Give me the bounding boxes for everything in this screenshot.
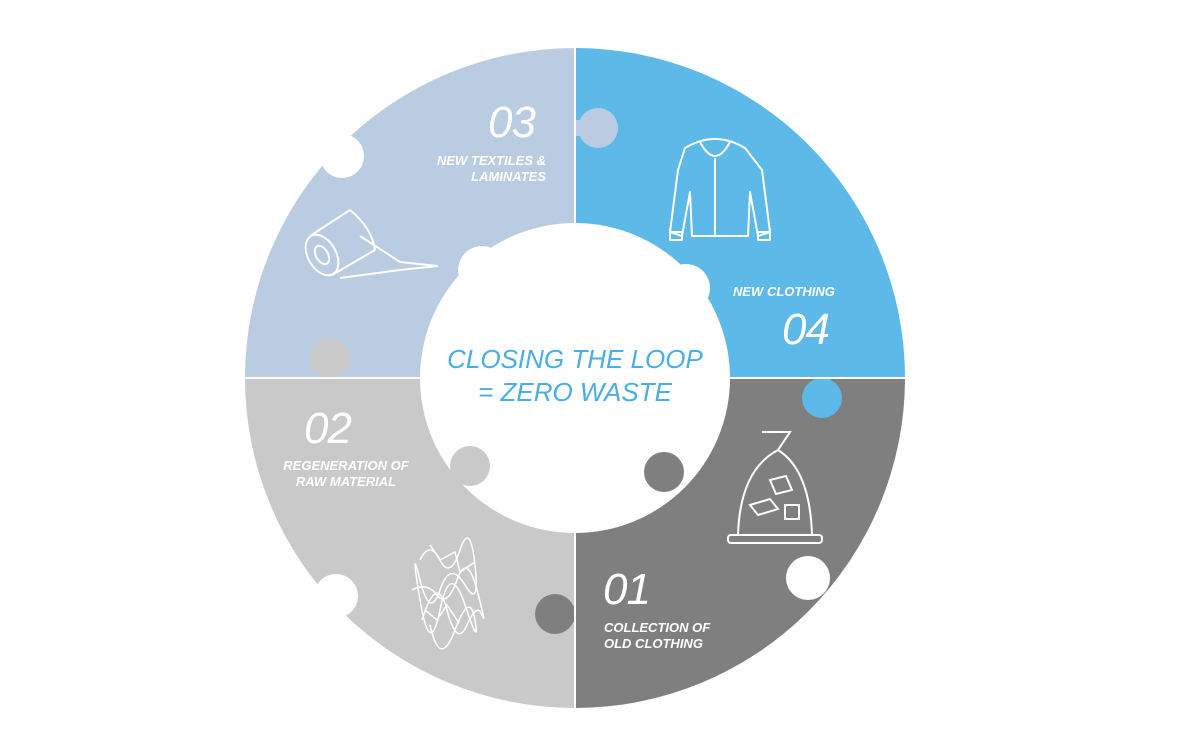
step-03-line2: LAMINATES bbox=[471, 169, 546, 185]
knob-01-inner bbox=[644, 452, 684, 492]
center-line2: = ZERO WASTE bbox=[478, 376, 672, 407]
center-circle bbox=[420, 223, 730, 533]
knob-02 bbox=[310, 338, 350, 378]
fabric-roll-icon bbox=[304, 209, 439, 279]
step-02-line2: RAW MATERIAL bbox=[295, 474, 397, 490]
notch bbox=[320, 134, 364, 178]
knob-02-neck bbox=[322, 366, 338, 379]
center-title: CLOSING THE LOOP= ZERO WASTE bbox=[420, 343, 730, 408]
step-02-number: 02 bbox=[304, 404, 352, 453]
center-knob bbox=[458, 246, 506, 294]
step-01-number: 01 bbox=[603, 565, 651, 614]
knob-03-neck bbox=[574, 120, 588, 136]
clothing-bag-icon bbox=[727, 431, 823, 544]
step-02-line1: REGENERATION OF bbox=[283, 458, 409, 473]
step-04-label: NEW CLOTHING bbox=[733, 284, 835, 299]
knob-04-neck bbox=[814, 377, 830, 389]
knob-04 bbox=[802, 378, 842, 418]
step-03-line1: NEW TEXTILES & bbox=[436, 153, 546, 168]
step-01-line1: COLLECTION OF bbox=[604, 620, 711, 635]
step-04-number: 04 bbox=[782, 305, 830, 354]
jacket-icon bbox=[669, 138, 771, 241]
knob-01-neck bbox=[562, 606, 576, 622]
notch bbox=[870, 160, 914, 204]
knob-03 bbox=[578, 108, 618, 148]
knob-01 bbox=[535, 594, 575, 634]
notch bbox=[786, 556, 830, 600]
center-knob bbox=[662, 264, 710, 312]
step-03-number: 03 bbox=[488, 98, 536, 147]
step-01-line2: OLD CLOTHING bbox=[604, 636, 703, 652]
fiber-icon bbox=[411, 537, 485, 650]
notch bbox=[314, 574, 358, 618]
step-03-label: NEW TEXTILES &LAMINATES bbox=[400, 153, 546, 186]
center-line1: CLOSING THE LOOP bbox=[447, 344, 703, 374]
knob-02-inner bbox=[450, 446, 490, 486]
